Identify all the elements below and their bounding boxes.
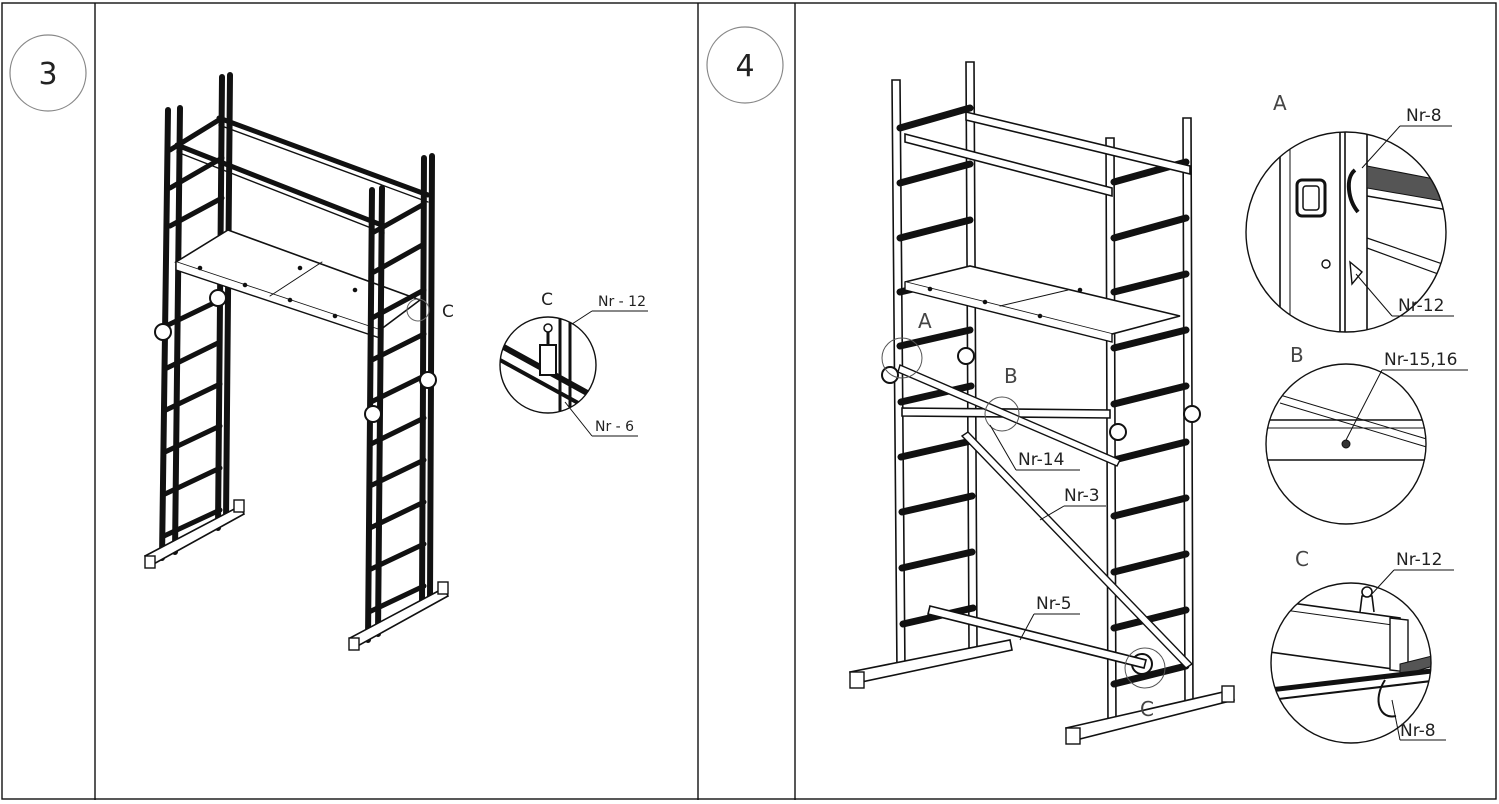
label-nr-5: Nr-5 [1036,594,1072,614]
step-3-detail-c: C Nr - 12 Nr - 6 [499,290,648,437]
step-3-panel: 3 [9,34,648,651]
detail-b: B Nr-15,16 [1265,343,1468,525]
detail-a: A Nr-8 Nr-12 [1245,91,1454,333]
svg-text:C: C [1295,547,1309,571]
marker-a: A [918,309,932,333]
step-3-scaffold-drawing [143,72,450,651]
left-ladder [143,72,246,569]
platform [904,265,1181,343]
step-4-panel: 4 [706,26,1468,745]
step-3-number: 3 [38,57,57,92]
marker-c: C [1140,697,1154,721]
marker-b: B [1004,364,1018,388]
right-ladder [348,153,450,651]
detail-c: C Nr-12 Nr-8 [1270,547,1454,744]
label-nr-3: Nr-3 [1064,486,1100,506]
step-3-detail-marker: C [406,298,454,322]
step-4-badge: 4 [706,26,784,104]
svg-text:B: B [1290,343,1304,367]
label-nr-8: Nr-8 [1406,106,1442,126]
label-nr-8-c: Nr-8 [1400,721,1436,741]
label-nr-12-c: Nr-12 [1396,550,1442,570]
right-tower-frame [1065,117,1235,745]
label-nr-12: Nr-12 [1398,296,1444,316]
svg-text:C: C [541,290,553,310]
svg-text:C: C [442,302,454,322]
step-3-badge: 3 [9,34,87,112]
step-4-number: 4 [735,49,754,84]
step-4-callouts: A B C Nr-14 Nr-3 Nr-5 [881,309,1166,721]
label-nr-6: Nr - 6 [595,419,634,435]
label-nr-12: Nr - 12 [598,294,646,310]
label-nr-14: Nr-14 [1018,450,1064,470]
step-4-scaffold-drawing [849,61,1235,745]
label-nr-15-16: Nr-15,16 [1384,350,1457,370]
svg-text:A: A [1273,91,1287,115]
